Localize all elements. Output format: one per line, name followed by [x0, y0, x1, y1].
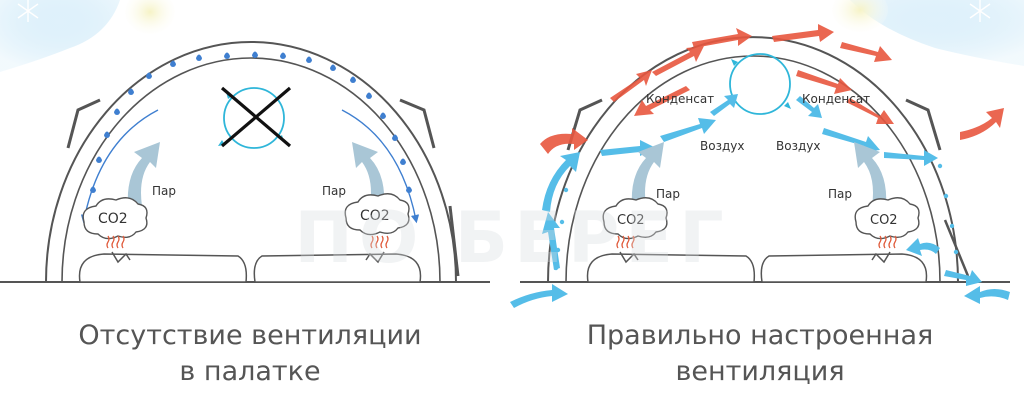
co2-label: CO2 [617, 213, 645, 228]
snowflake-icon [17, 0, 39, 22]
caption-proper-ventilation: Правильно настроенная вентиляция [540, 318, 980, 390]
sleeping-people-left [78, 251, 422, 283]
air-cycle [729, 53, 791, 115]
condensate-drops-left [90, 51, 412, 193]
no-ventilation-cross-icon [220, 86, 292, 148]
snowflake-icon [969, 0, 991, 22]
watermark: ПО БЕРЕГ [294, 197, 729, 279]
warm-air-flow [540, 24, 1004, 154]
inner-tent-right [565, 55, 941, 283]
co2-label: CO2 [870, 213, 898, 228]
co2-label: CO2 [98, 211, 128, 227]
vapor-label-right: Пар [828, 187, 852, 201]
co2-cloud-right: CO2 [854, 197, 920, 240]
heat-icon [616, 235, 635, 249]
condensate-label-right: Конденсат [802, 92, 870, 106]
inner-tent-left [61, 57, 441, 283]
caption-line: вентиляция [675, 356, 845, 387]
vapor-arrows-left [127, 142, 385, 206]
caption-line: Правильно настроенная [586, 320, 934, 351]
vapor-label-right: Пар [322, 184, 346, 198]
condensate-label-left: Конденсат [646, 92, 714, 106]
frost-corner-right [832, 0, 1024, 66]
co2-cloud-right: CO2 [344, 193, 410, 236]
caption-line: в палатке [179, 356, 321, 387]
vapor-arrows-right [631, 142, 887, 206]
sleeping-people-right [586, 251, 928, 283]
blocked-air-cycle [218, 86, 292, 149]
co2-cloud-left: CO2 [82, 197, 148, 240]
vapor-label-left: Пар [656, 187, 680, 201]
heat-icon [106, 235, 125, 249]
vapor-label-left: Пар [152, 184, 176, 198]
heat-icon [370, 235, 389, 249]
frost-corner-left [0, 0, 175, 72]
heat-icon [878, 235, 897, 249]
co2-label: CO2 [360, 208, 390, 224]
outer-fly-left [45, 41, 457, 283]
condensate-flow-left [80, 109, 420, 224]
caption-line: Отсутствие вентиляции [78, 320, 422, 351]
air-label-left: Воздух [700, 139, 744, 153]
caption-no-ventilation: Отсутствие вентиляции в палатке [40, 318, 460, 390]
co2-cloud-left: CO2 [602, 197, 668, 240]
air-label-right: Воздух [776, 139, 820, 153]
